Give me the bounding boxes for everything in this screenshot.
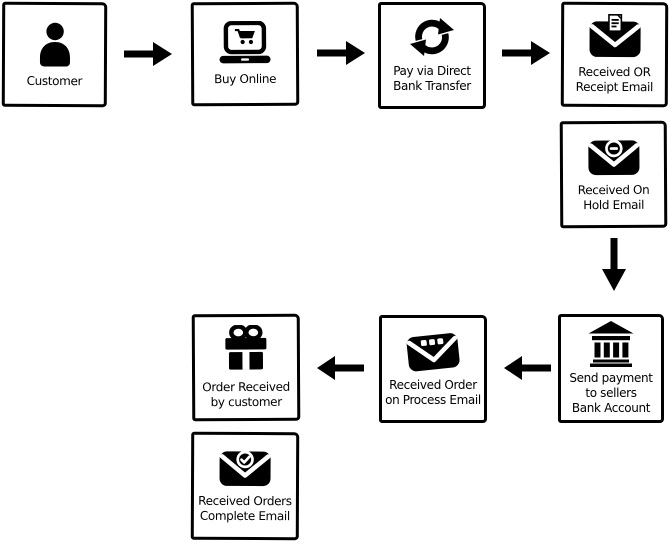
node-label: Received OR Receipt Email bbox=[575, 64, 654, 95]
arrow-left-icon bbox=[317, 356, 364, 380]
node-label: Received Orders Complete Email bbox=[198, 493, 292, 524]
node-label: Send payment to sellers Bank Account bbox=[569, 371, 653, 415]
arrow-left-icon bbox=[504, 356, 551, 380]
node-order-received-by-customer: Order Received by customer bbox=[191, 313, 301, 422]
node-buy-online: Buy Online bbox=[190, 1, 300, 107]
arrow-right-icon bbox=[124, 42, 172, 66]
node-received-on-hold-email: Received On Hold Email bbox=[559, 120, 668, 229]
node-received-orders-complete-email: Received Orders Complete Email bbox=[190, 431, 300, 541]
person-icon bbox=[32, 20, 76, 67]
arrow-down-icon bbox=[602, 238, 626, 291]
email-dots-icon bbox=[406, 331, 460, 371]
node-received-order-on-process-email: Received Order on Process Email bbox=[379, 315, 487, 423]
node-label: Received On Hold Email bbox=[577, 182, 650, 212]
node-send-payment-to-sellers-bank: Send payment to sellers Bank Account bbox=[558, 314, 664, 423]
arrow-right-icon bbox=[317, 41, 365, 65]
node-label: Customer bbox=[26, 73, 83, 88]
sync-arrows-icon bbox=[409, 17, 455, 57]
email-receipt-icon bbox=[588, 13, 641, 58]
node-pay-via-direct-bank-transfer: Pay via Direct Bank Transfer bbox=[378, 2, 486, 109]
node-label: Buy Online bbox=[214, 71, 277, 87]
email-hold-icon bbox=[587, 136, 639, 175]
node-label: Order Received by customer bbox=[202, 379, 290, 410]
email-check-icon bbox=[219, 448, 271, 487]
arrow-right-icon bbox=[502, 41, 550, 65]
node-label: Received Order on Process Email bbox=[385, 377, 481, 407]
gift-icon bbox=[221, 324, 271, 373]
node-label: Pay via Direct Bank Transfer bbox=[393, 64, 471, 93]
node-customer: Customer bbox=[1, 1, 108, 108]
laptop-cart-icon bbox=[218, 20, 272, 65]
node-received-or-receipt-email: Received OR Receipt Email bbox=[560, 1, 669, 108]
bank-icon bbox=[587, 321, 635, 367]
